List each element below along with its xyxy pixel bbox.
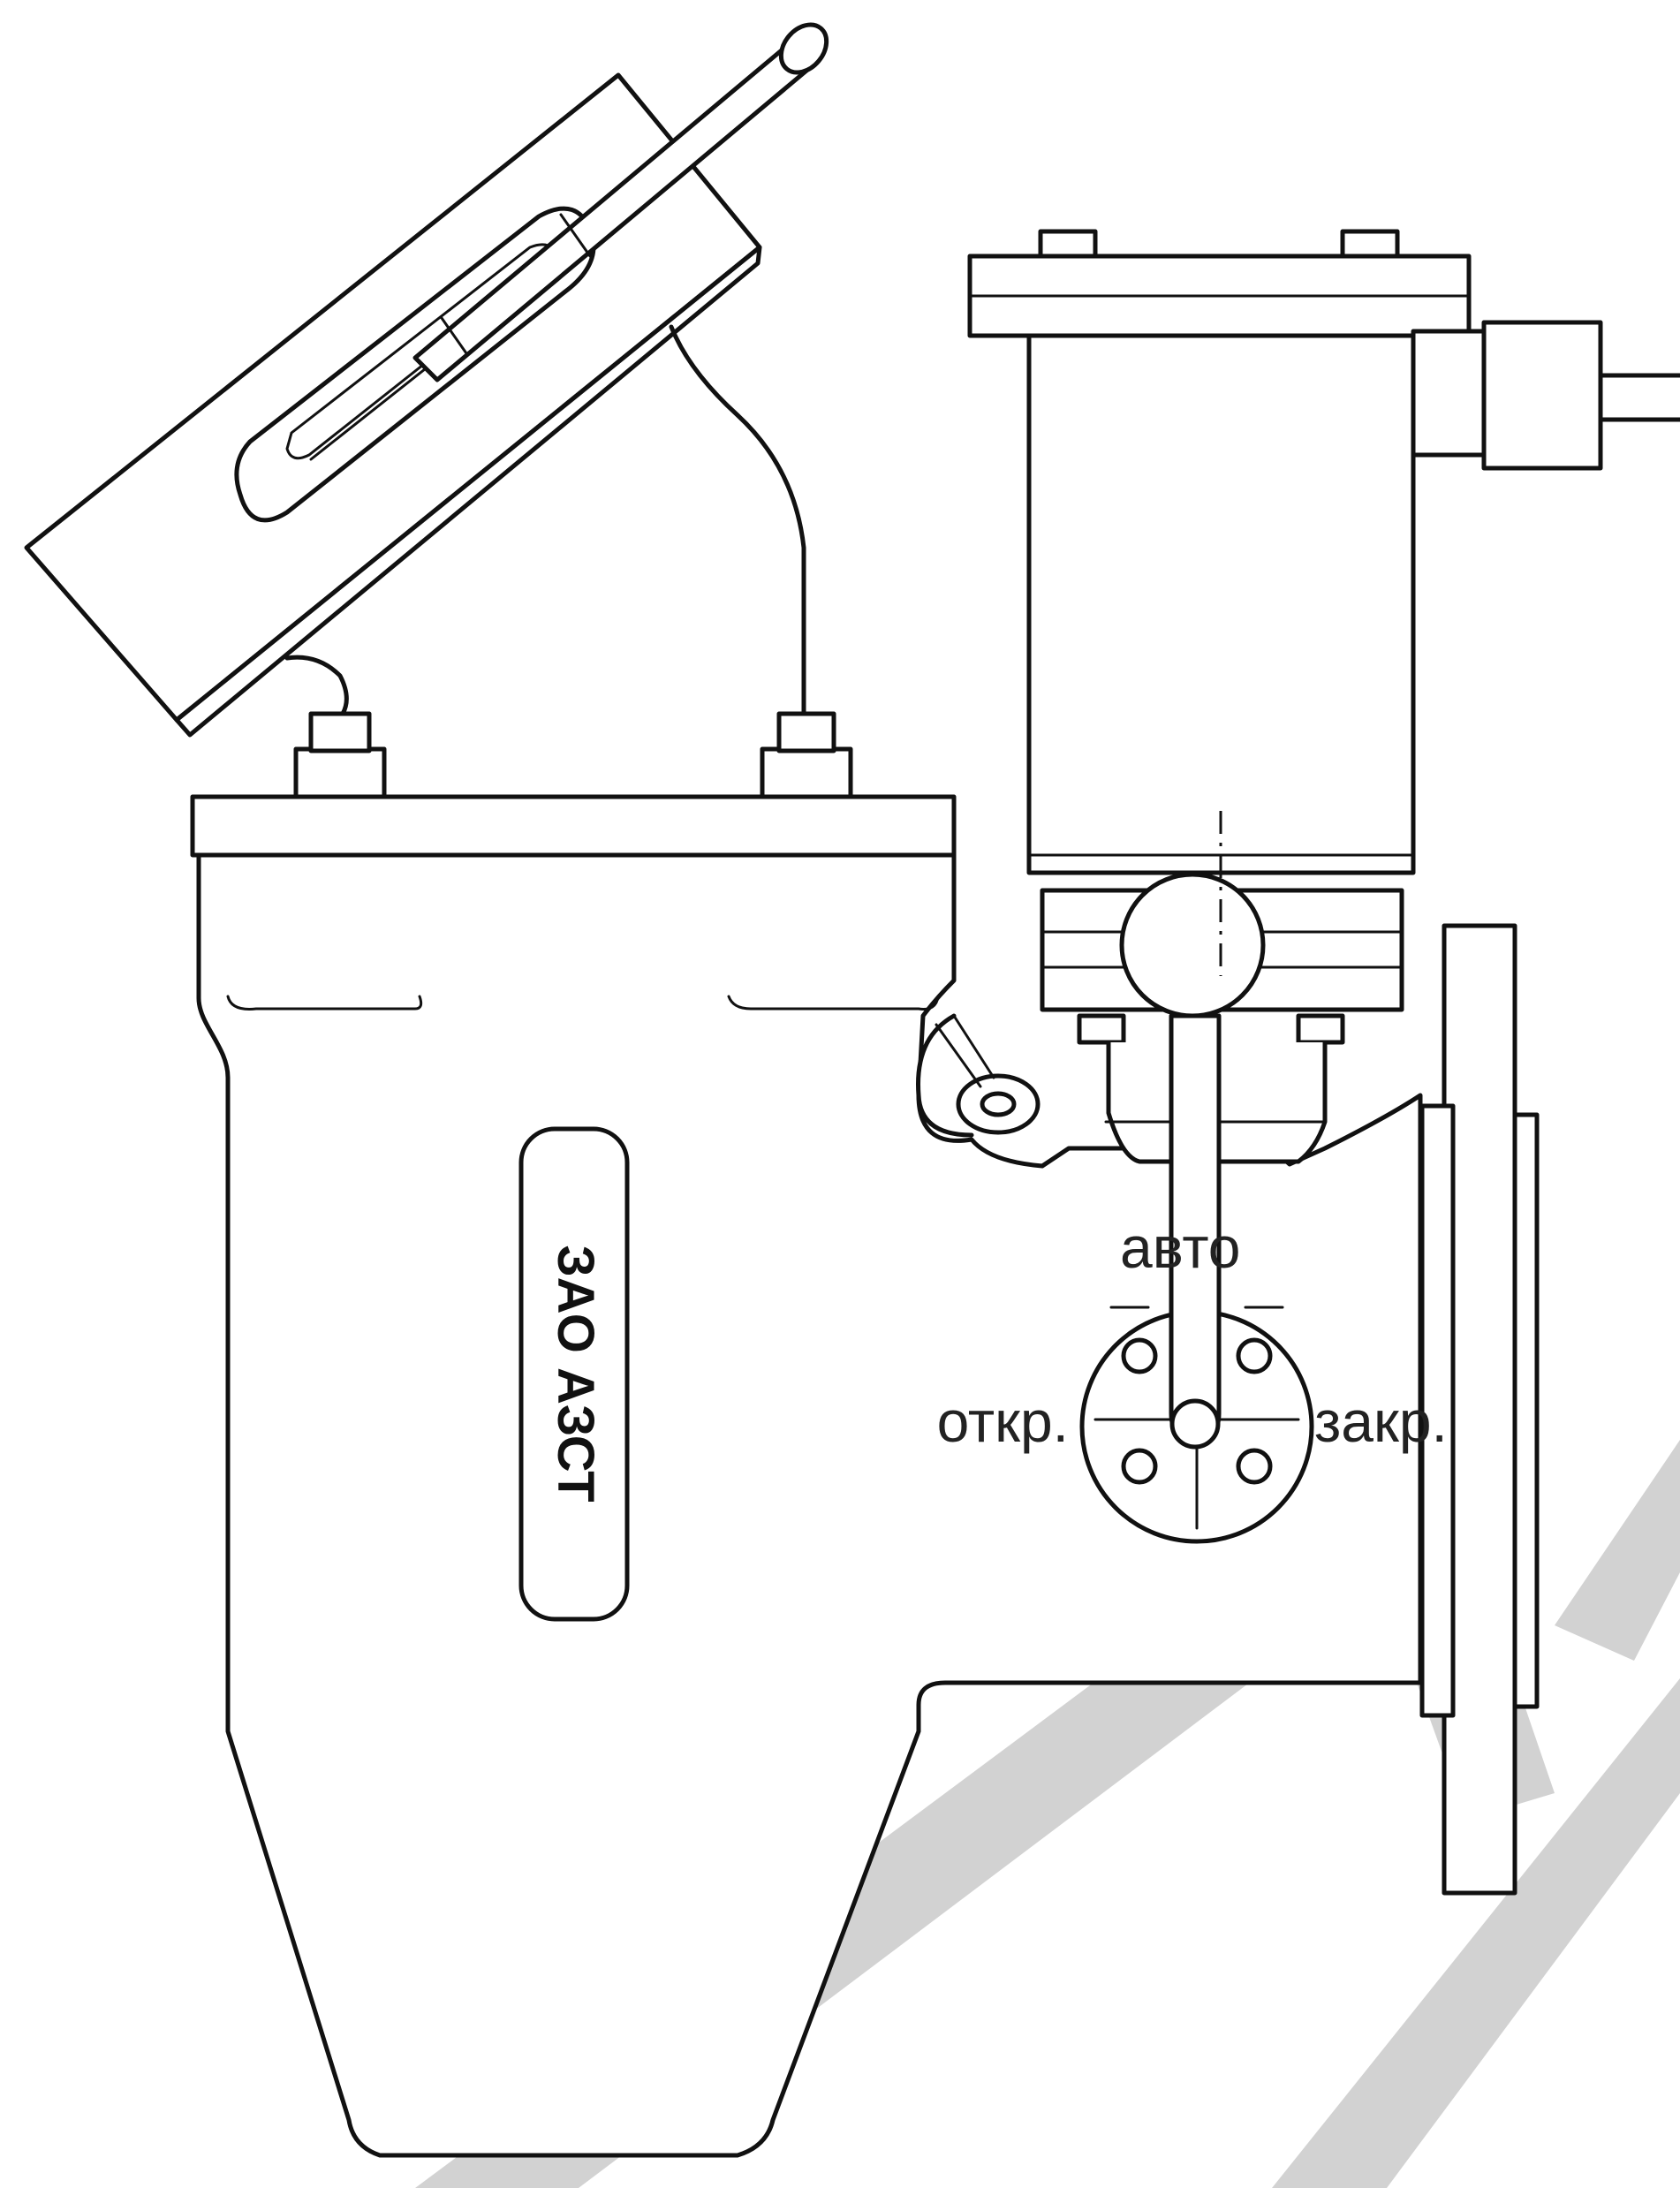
filter-body: ЗАО АЗСТ	[190, 794, 1423, 2158]
label-closed: закр.	[1314, 1389, 1448, 1454]
label-open: откр.	[937, 1389, 1069, 1454]
manufacturer-plate-text: ЗАО АЗСТ	[547, 1245, 604, 1502]
eye-bolt	[916, 1013, 1041, 1138]
valve-lever	[1169, 1013, 1222, 1450]
pipe-flange	[1419, 923, 1540, 1896]
label-auto: авто	[1120, 1215, 1241, 1280]
valve-actuator	[967, 229, 1680, 1164]
name-plate	[518, 1126, 630, 1622]
tilted-indicator	[24, 22, 829, 738]
flange-bolts	[293, 711, 853, 799]
